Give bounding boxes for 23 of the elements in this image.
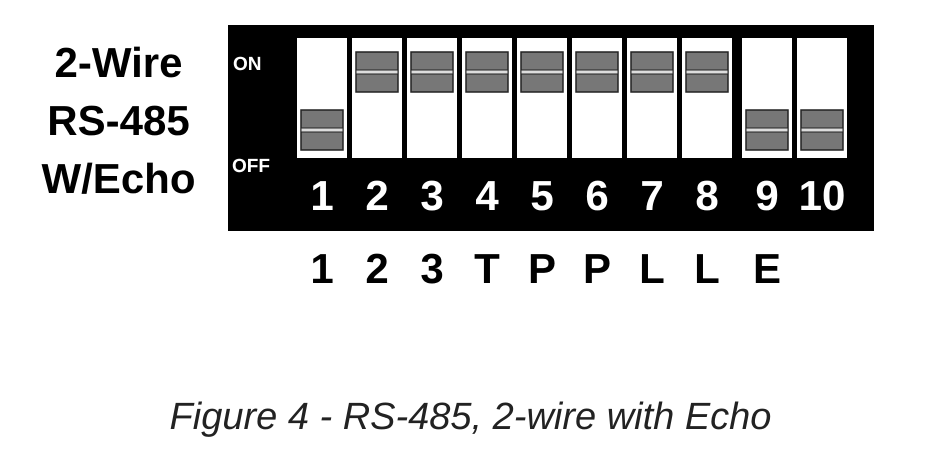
switch-number: 9 [754,172,780,220]
switch-number: 6 [584,172,610,220]
function-letter: T [473,245,501,293]
switch-number: 3 [419,172,445,220]
function-letter: P [582,245,612,293]
off-label: OFF [232,156,270,178]
switch-setting-title: 2-Wire RS-485 W/Echo [40,38,196,204]
function-letter: E [752,245,782,293]
switch-number: 2 [364,172,390,220]
switch-number: 7 [639,172,665,220]
function-letter: 1 [309,245,335,293]
figure-caption: Figure 4 - RS-485, 2-wire with Echo [168,396,772,439]
function-letter: 3 [419,245,445,293]
switch-number: 8 [694,172,720,220]
on-label: ON [233,54,262,76]
switch-number: 4 [474,172,500,220]
function-letter: 2 [364,245,390,293]
switch-number: 10 [798,172,846,220]
switch-number: 5 [529,172,555,220]
function-letter: L [693,245,721,293]
function-letter: L [638,245,666,293]
switch-number: 1 [309,172,335,220]
function-letter: P [526,245,557,293]
